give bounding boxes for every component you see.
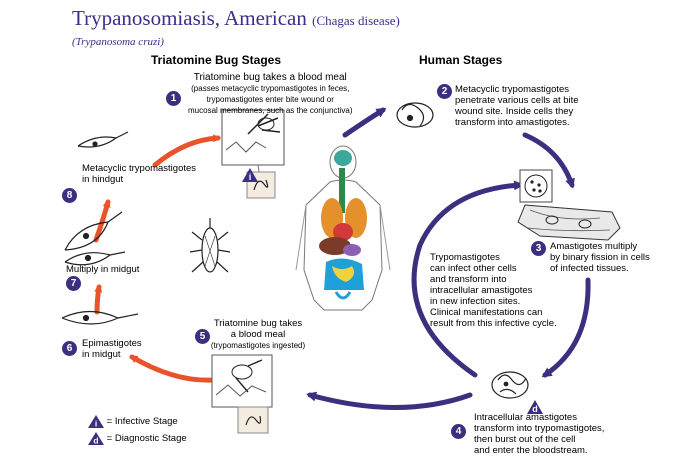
step-number-4: 4	[451, 424, 466, 439]
bug-cycle-arrows	[93, 134, 221, 383]
step-3-text: Amastigotes multiply by binary fission i…	[550, 241, 650, 274]
legend-infective-label: = Infective Stage	[106, 416, 178, 428]
step-6-text: Epimastigotes in midgut	[82, 338, 142, 360]
human-body-image	[295, 145, 391, 311]
legend-diagnostic: d = Diagnostic Stage	[88, 432, 187, 445]
title-main: Trypanosomiasis, American	[72, 6, 307, 30]
step-2-line2: penetrate various cells at bite	[455, 95, 579, 106]
arrow-5-to-6	[129, 354, 216, 383]
reinfection-note: Trypomastigotes can infect other cells a…	[430, 252, 557, 329]
arrow-4-to-5	[306, 391, 473, 410]
step-4-line4: and enter the bloodstream.	[474, 445, 588, 456]
infected-tissue-image	[517, 169, 621, 241]
bug-stages-heading: Triatomine Bug Stages	[151, 53, 282, 67]
bug-feeding-image	[211, 354, 273, 434]
step-4-text: Intracellular amastigotes transform into…	[474, 412, 604, 456]
step-2-line1: Metacyclic trypomastigotes	[455, 84, 570, 95]
step-6-line1: Epimastigotes	[82, 338, 142, 349]
step-number-8: 8	[62, 188, 77, 203]
step-8-text: Metacyclic trypomastigotes in hindgut	[82, 163, 196, 185]
step-5-line2: a blood meal	[230, 329, 286, 340]
step-5-line1: Triatomine bug takes	[213, 318, 303, 329]
svg-text:i: i	[95, 419, 97, 429]
arrow-6-to-7	[94, 284, 103, 315]
step-number-5: 5	[195, 329, 210, 344]
note-line-5: in new infection sites.	[430, 296, 521, 307]
legend-infective: i = Infective Stage	[88, 415, 178, 428]
arrow-4-to-3-loop	[411, 180, 524, 378]
legend-infective-icon: i	[88, 415, 104, 428]
trypomastigote-penetrating	[396, 102, 434, 128]
step-8-line2: in hindgut	[82, 174, 124, 185]
step-number-2: 2	[437, 84, 452, 99]
step-number-3: 3	[531, 241, 546, 256]
title-sub: (Chagas disease)	[312, 13, 400, 28]
organism-name: (Trypanosoma cruzi)	[72, 36, 164, 48]
note-line-7: result from this infective cycle.	[430, 318, 557, 329]
human-stages-heading: Human Stages	[419, 53, 503, 67]
step-3-line2: by binary fission in cells	[550, 252, 650, 263]
metacyclic-trypomastigote-image	[77, 131, 129, 148]
step-7-text: Multiply in midgut	[66, 264, 140, 275]
step-number-7: 7	[66, 276, 81, 291]
arrow-2-to-3	[522, 132, 575, 189]
epimastigote-image	[61, 310, 139, 325]
bug-bite-image	[221, 109, 285, 199]
note-line-4: intracellular amastigotes	[430, 285, 533, 296]
step-1-line4: mucosal membranes, such as the conjuncti…	[188, 106, 353, 115]
step-number-6: 6	[62, 341, 77, 356]
step-2-text: Metacyclic trypomastigotes penetrate var…	[455, 84, 579, 128]
svg-text:d: d	[93, 436, 98, 446]
step-1-text: Triatomine bug takes a blood meal (passe…	[188, 72, 353, 116]
legend-diagnostic-label: = Diagnostic Stage	[106, 433, 187, 445]
step-3-line1: Amastigotes multiply	[550, 241, 638, 252]
infective-stage-badge: i	[242, 168, 258, 182]
note-line-3: and transform into	[430, 274, 507, 285]
note-line-2: can infect other cells	[430, 263, 517, 274]
step-1-line3: trypomastigotes enter bite wound or	[206, 95, 334, 104]
step-2-line3: wound site. Inside cells they	[455, 106, 574, 117]
diagnostic-badge-letter: d	[532, 404, 538, 414]
step-4-line2: transform into trypomastigotes,	[474, 423, 605, 434]
step-2-line4: transform into amastigotes.	[455, 117, 570, 128]
dividing-parasite-image	[64, 211, 126, 266]
arrow-8-to-1	[152, 134, 221, 168]
step-4-line1: Intracellular amastigotes	[474, 412, 577, 423]
human-cycle-arrows	[306, 107, 591, 410]
step-number-1: 1	[166, 91, 181, 106]
step-4-line3: then burst out of the cell	[474, 434, 576, 445]
diagram-title: Trypanosomiasis, American (Chagas diseas…	[72, 6, 400, 31]
triatomine-bug-image	[189, 218, 231, 273]
step-5-line3: (trypomastigotes ingested)	[210, 341, 306, 350]
legend-diagnostic-icon: d	[88, 432, 104, 445]
arrow-1-to-2	[342, 107, 387, 138]
bursting-cell-image	[491, 371, 529, 399]
step-3-line3: of infected tissues.	[550, 263, 629, 274]
arrow-3-to-4	[541, 277, 591, 378]
step-5-text: Triatomine bug takes a blood meal (trypo…	[203, 318, 313, 351]
infective-badge-letter: i	[249, 172, 252, 182]
step-1-line2: (passes metacyclic trypomastigotes in fe…	[191, 84, 350, 93]
arrow-7-to-8	[93, 199, 111, 243]
step-1-line1: Triatomine bug takes a blood meal	[193, 72, 347, 83]
note-line-1: Trypomastigotes	[430, 252, 500, 263]
diagnostic-stage-badge: d	[527, 400, 543, 414]
step-8-line1: Metacyclic trypomastigotes	[82, 163, 197, 174]
step-6-line2: in midgut	[82, 349, 121, 360]
note-line-6: Clinical manifestations can	[430, 307, 543, 318]
